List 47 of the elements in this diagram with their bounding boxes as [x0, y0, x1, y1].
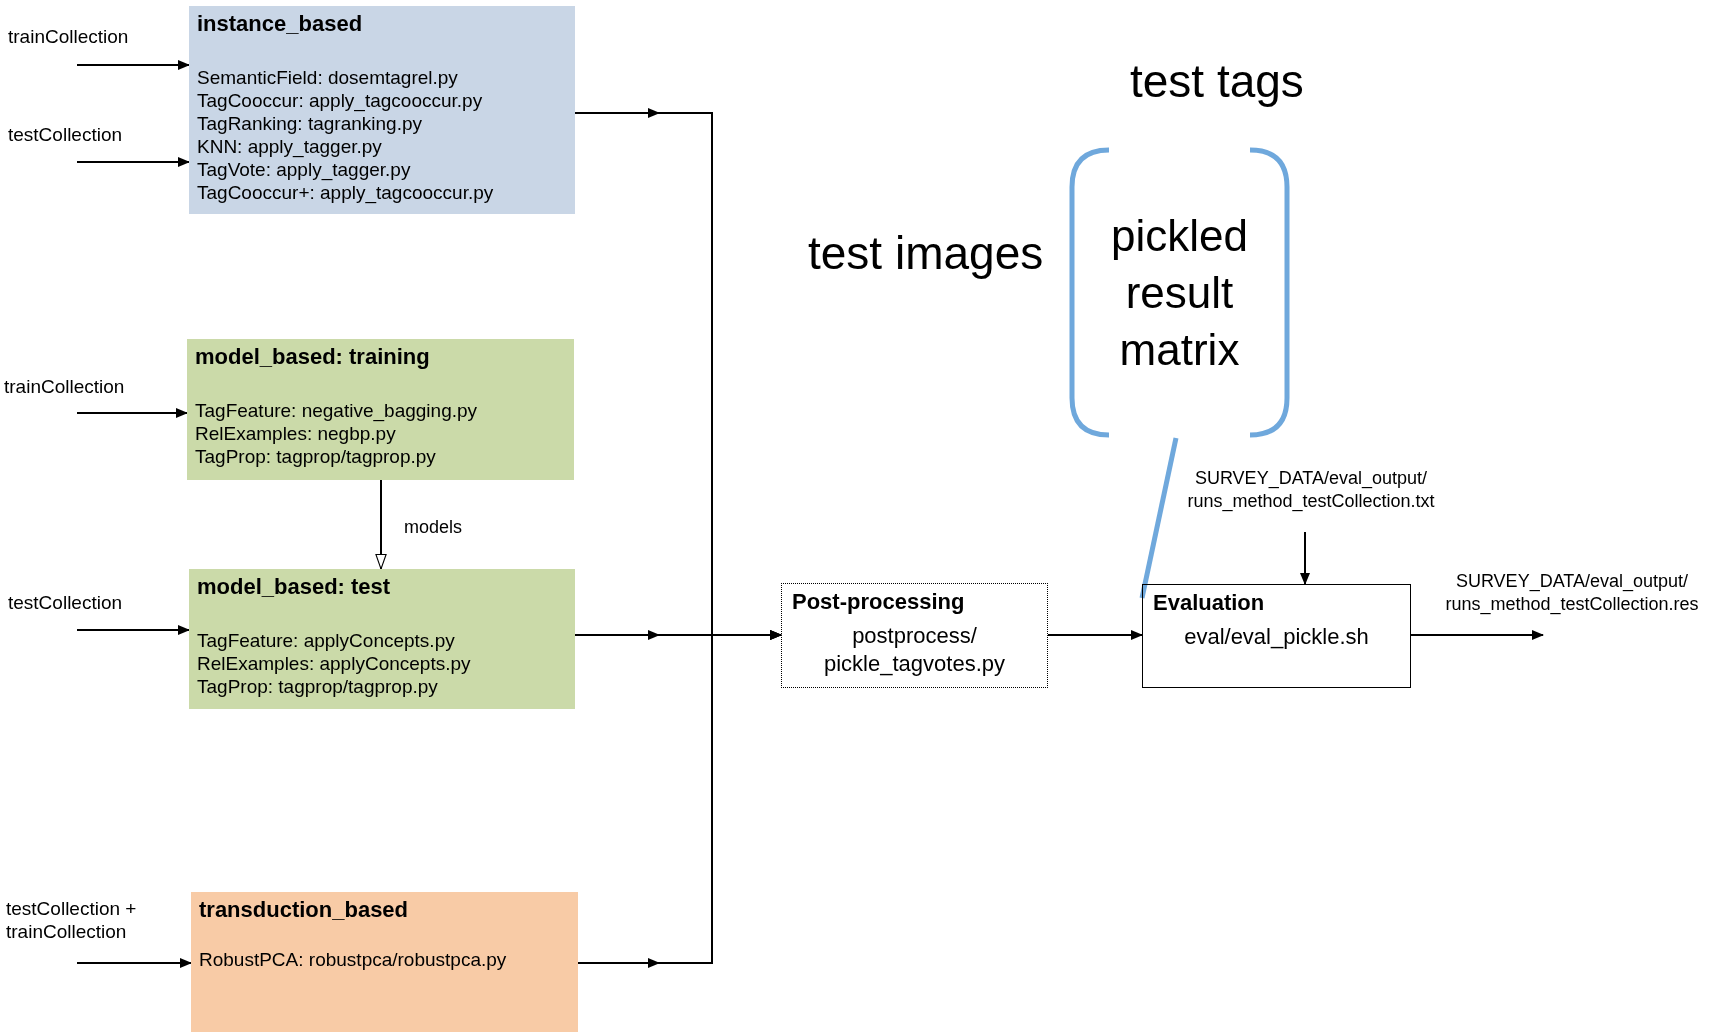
- script-path: eval/eval_pickle.sh: [1183, 622, 1370, 651]
- box-heading: transduction_based: [199, 896, 410, 924]
- script-line: RobustPCA: robustpca/robustpca.py: [199, 947, 508, 971]
- script-line: TagVote: apply_tagger.py: [197, 158, 412, 182]
- script-line: TagCooccur+: apply_tagcooccur.py: [197, 181, 495, 205]
- arrow: [375, 479, 387, 570]
- arrow: [76, 60, 190, 70]
- script-line: TagProp: tagprop/tagprop.py: [195, 444, 437, 468]
- arrow: [76, 958, 192, 968]
- arrow: [1300, 531, 1310, 585]
- axis-caption: test tags: [1130, 54, 1304, 108]
- script-line: TagFeature: applyConcepts.py: [197, 628, 456, 652]
- script-line: SemanticField: dosemtagrel.py: [197, 65, 459, 89]
- arrow: [577, 630, 782, 968]
- script-line: TagCooccur: apply_tagcooccur.py: [197, 88, 484, 112]
- script-line: TagRanking: tagranking.py: [197, 112, 423, 135]
- box-heading: Evaluation: [1153, 589, 1266, 617]
- leader-line: [1139, 437, 1179, 599]
- arrow: [76, 625, 190, 635]
- input-label: testCollection: [8, 124, 124, 147]
- box-heading: Post-processing: [792, 588, 966, 616]
- file-path-label: SURVEY_DATA/eval_output/ runs_method_testCollection.txt: [1186, 467, 1436, 514]
- process-box: [1142, 584, 1411, 688]
- input-label: trainCollection: [8, 26, 130, 49]
- module-box: [189, 6, 575, 214]
- matrix-label: pickled result matrix: [1110, 209, 1249, 377]
- module-box: [187, 339, 574, 480]
- box-heading: model_based: training: [195, 343, 431, 371]
- arrow: [1047, 630, 1143, 640]
- script-line: RelExamples: applyConcepts.py: [197, 651, 472, 675]
- module-box: [191, 892, 578, 1032]
- arrow: [1410, 630, 1544, 640]
- input-label: testCollection + trainCollection: [6, 898, 138, 944]
- script-line: TagProp: tagprop/tagprop.py: [197, 674, 439, 698]
- script-path: postprocess/ pickle_tagvotes.py: [823, 621, 1006, 679]
- input-label: trainCollection: [4, 376, 126, 399]
- input-label: testCollection: [8, 592, 124, 615]
- axis-caption: test images: [808, 226, 1044, 280]
- box-heading: instance_based: [197, 10, 364, 38]
- script-line: TagFeature: negative_bagging.py: [195, 398, 479, 422]
- script-line: KNN: apply_tagger.py: [197, 135, 383, 159]
- process-box: [781, 583, 1048, 688]
- script-line: RelExamples: negbp.py: [195, 422, 397, 445]
- arrow: [76, 157, 190, 167]
- arrow: [76, 408, 188, 418]
- box-heading: model_based: test: [197, 573, 392, 601]
- module-box: [189, 569, 575, 709]
